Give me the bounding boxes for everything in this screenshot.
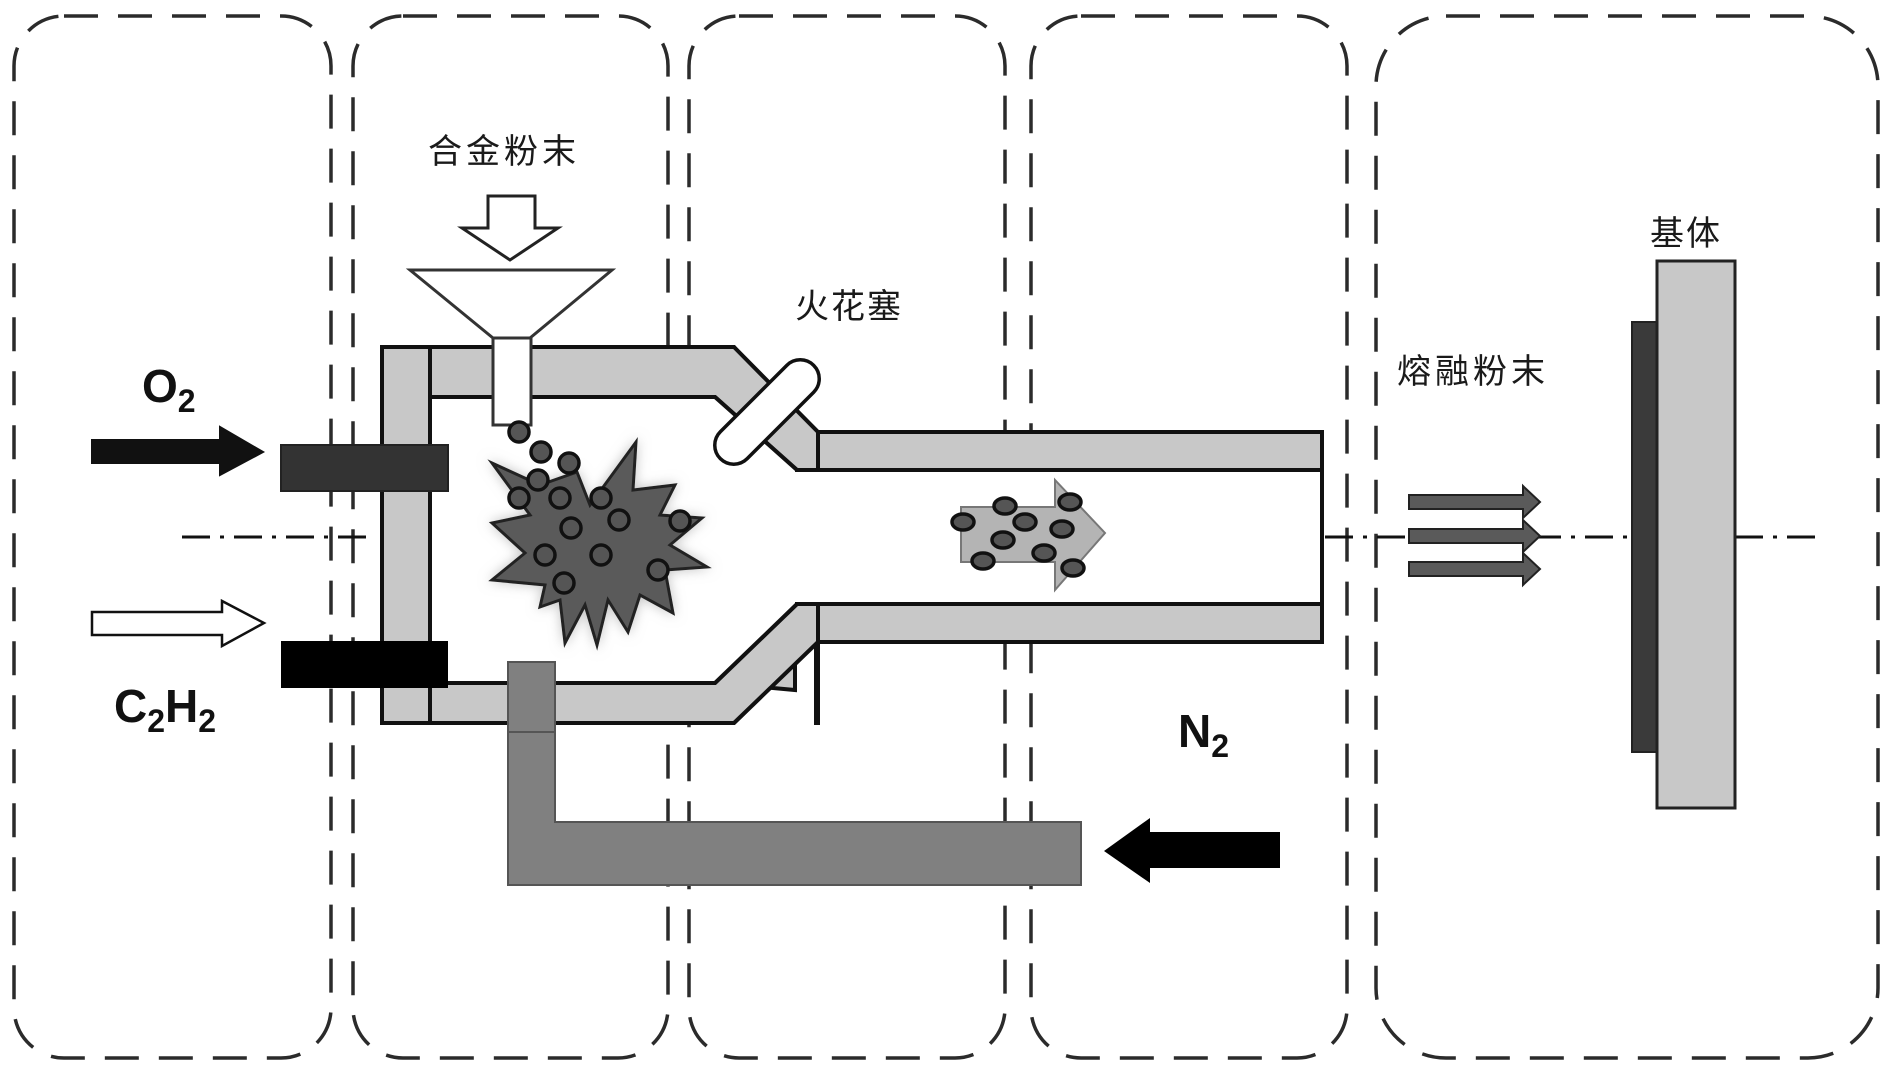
- powder-particle: [607, 508, 631, 532]
- stage-panel-5: [1374, 14, 1880, 1060]
- molten-particle: [1057, 492, 1083, 512]
- molten-particle: [1049, 519, 1075, 539]
- powder-particle: [668, 509, 692, 533]
- n2-label: N2: [1178, 705, 1229, 764]
- powder-particle: [589, 486, 613, 510]
- c2h2-nozzle: [281, 641, 448, 688]
- powder-particle: [529, 440, 553, 464]
- chamber-left-wall: [380, 345, 432, 725]
- powder-particle: [507, 486, 531, 510]
- o2-label: O2: [142, 360, 196, 419]
- stage-panel-1: [12, 14, 333, 1060]
- molten-particle: [990, 530, 1016, 550]
- powder-particle: [533, 543, 557, 567]
- powder-particle: [646, 558, 670, 582]
- powder-particle: [589, 543, 613, 567]
- barrel-lower-wall: [816, 602, 1324, 644]
- o2-nozzle: [280, 444, 449, 492]
- substrate: [1655, 259, 1737, 810]
- powder-funnel: [405, 268, 617, 340]
- molten-arrow-icon: [1408, 483, 1542, 521]
- molten-arrow-icon: [1408, 550, 1542, 588]
- powder-feed-arrow-icon: [457, 194, 563, 262]
- alloy-powder-label: 合金粉末: [428, 132, 580, 172]
- c2h2-inlet-arrow-icon: [90, 598, 267, 649]
- powder-particle: [557, 451, 581, 475]
- powder-particle: [507, 420, 531, 444]
- molten-particle: [970, 551, 996, 571]
- flow-particles: [950, 492, 1086, 578]
- o2-inlet-arrow-icon: [91, 425, 266, 477]
- powder-feed-tube: [491, 336, 533, 427]
- powder-particle: [552, 571, 576, 595]
- molten-particle: [992, 496, 1018, 516]
- n2-pipe-entry: [507, 661, 556, 733]
- c2h2-label: C2H2: [114, 680, 216, 739]
- coating-layer: [1631, 321, 1658, 753]
- spark-plug: [713, 358, 821, 466]
- substrate-label: 基体: [1650, 214, 1722, 254]
- molten-particle: [1012, 512, 1038, 532]
- n2-inlet-arrow-icon: [1104, 818, 1280, 883]
- chamber-particles: [507, 420, 692, 595]
- powder-particle: [559, 516, 583, 540]
- molten-particle: [1060, 558, 1086, 578]
- barrel-upper-wall: [816, 430, 1324, 472]
- powder-particle: [526, 468, 550, 492]
- molten-arrow-icon: [1408, 517, 1542, 555]
- molten-particle: [950, 512, 976, 532]
- powder-particle: [548, 486, 572, 510]
- molten-powder-label: 熔融粉末: [1397, 352, 1549, 392]
- molten-particle: [1031, 543, 1057, 563]
- spark-plug-label: 火花塞: [795, 287, 903, 327]
- molten-powder-arrows: [1408, 483, 1542, 588]
